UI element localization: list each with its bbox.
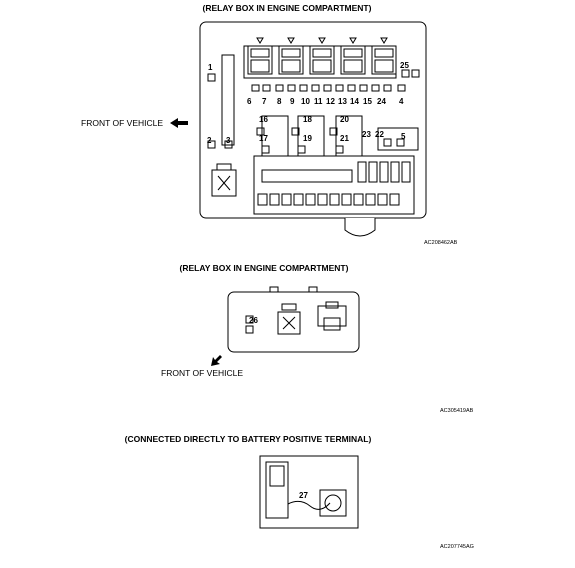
callout-19: 19 [303, 134, 312, 143]
front-arrow-icon [170, 118, 188, 128]
callout-16: 16 [259, 115, 268, 124]
callout-10: 10 [301, 97, 310, 106]
diagram-relay-box-engine-1: (RELAY BOX IN ENGINE COMPARTMENT) [81, 3, 458, 246]
diagram-2-caption: (RELAY BOX IN ENGINE COMPARTMENT) [180, 263, 349, 273]
callout-18: 18 [303, 115, 312, 124]
callout-9: 9 [290, 97, 295, 106]
front-arrow-icon-2 [211, 355, 222, 366]
callout-23: 23 [362, 130, 371, 139]
relay-26-component [277, 303, 301, 335]
mounting-tab [344, 218, 376, 237]
callout-20: 20 [340, 115, 349, 124]
lower-left-relay [211, 163, 237, 197]
callout-3: 3 [226, 136, 231, 145]
callout-5: 5 [401, 132, 406, 141]
callout-12: 12 [326, 97, 335, 106]
diagram-2-code: AC305419AB [440, 408, 474, 414]
callout-8: 8 [277, 97, 282, 106]
left-fuse-strip [221, 54, 235, 146]
diagram-3-caption: (CONNECTED DIRECTLY TO BATTERY POSITIVE … [125, 434, 372, 444]
connector-right [317, 301, 347, 331]
callout-24: 24 [377, 97, 386, 106]
fuse-block-connector [253, 155, 415, 215]
diagram-relay-box-engine-2: (RELAY BOX IN ENGINE COMPARTMENT) 26 FRO… [161, 263, 474, 414]
callout-21: 21 [340, 134, 349, 143]
callout-13: 13 [338, 97, 347, 106]
diagram-1-code: AC208462AB [424, 240, 458, 246]
top-relay-row [243, 37, 397, 79]
battery-terminal-box [259, 455, 359, 529]
callout-4: 4 [399, 97, 404, 106]
callout-6: 6 [247, 97, 252, 106]
callout-22: 22 [375, 130, 384, 139]
callout-2: 2 [207, 136, 212, 145]
callout-1: 1 [208, 63, 213, 72]
callout-25: 25 [400, 61, 409, 70]
callout-11: 11 [314, 97, 323, 106]
callout-14: 14 [350, 97, 359, 106]
relay-box-2-outline [227, 291, 360, 353]
diagram-1-caption: (RELAY BOX IN ENGINE COMPARTMENT) [203, 3, 372, 13]
callout-15: 15 [363, 97, 372, 106]
fuse-row [251, 84, 406, 92]
callout-27: 27 [299, 491, 308, 500]
diagram-battery-terminal: (CONNECTED DIRECTLY TO BATTERY POSITIVE … [125, 434, 474, 550]
front-of-vehicle-label-2: FRONT OF VEHICLE [161, 368, 243, 378]
callout-26: 26 [249, 316, 258, 325]
callouts-diagram-1: 1 2 3 4 5 6 7 8 9 10 11 12 13 14 15 16 1… [207, 61, 409, 145]
callout-17: 17 [259, 134, 268, 143]
callout-7: 7 [262, 97, 267, 106]
diagram-3-code: AC207745AG [440, 544, 474, 550]
front-of-vehicle-label-1: FRONT OF VEHICLE [81, 118, 163, 128]
